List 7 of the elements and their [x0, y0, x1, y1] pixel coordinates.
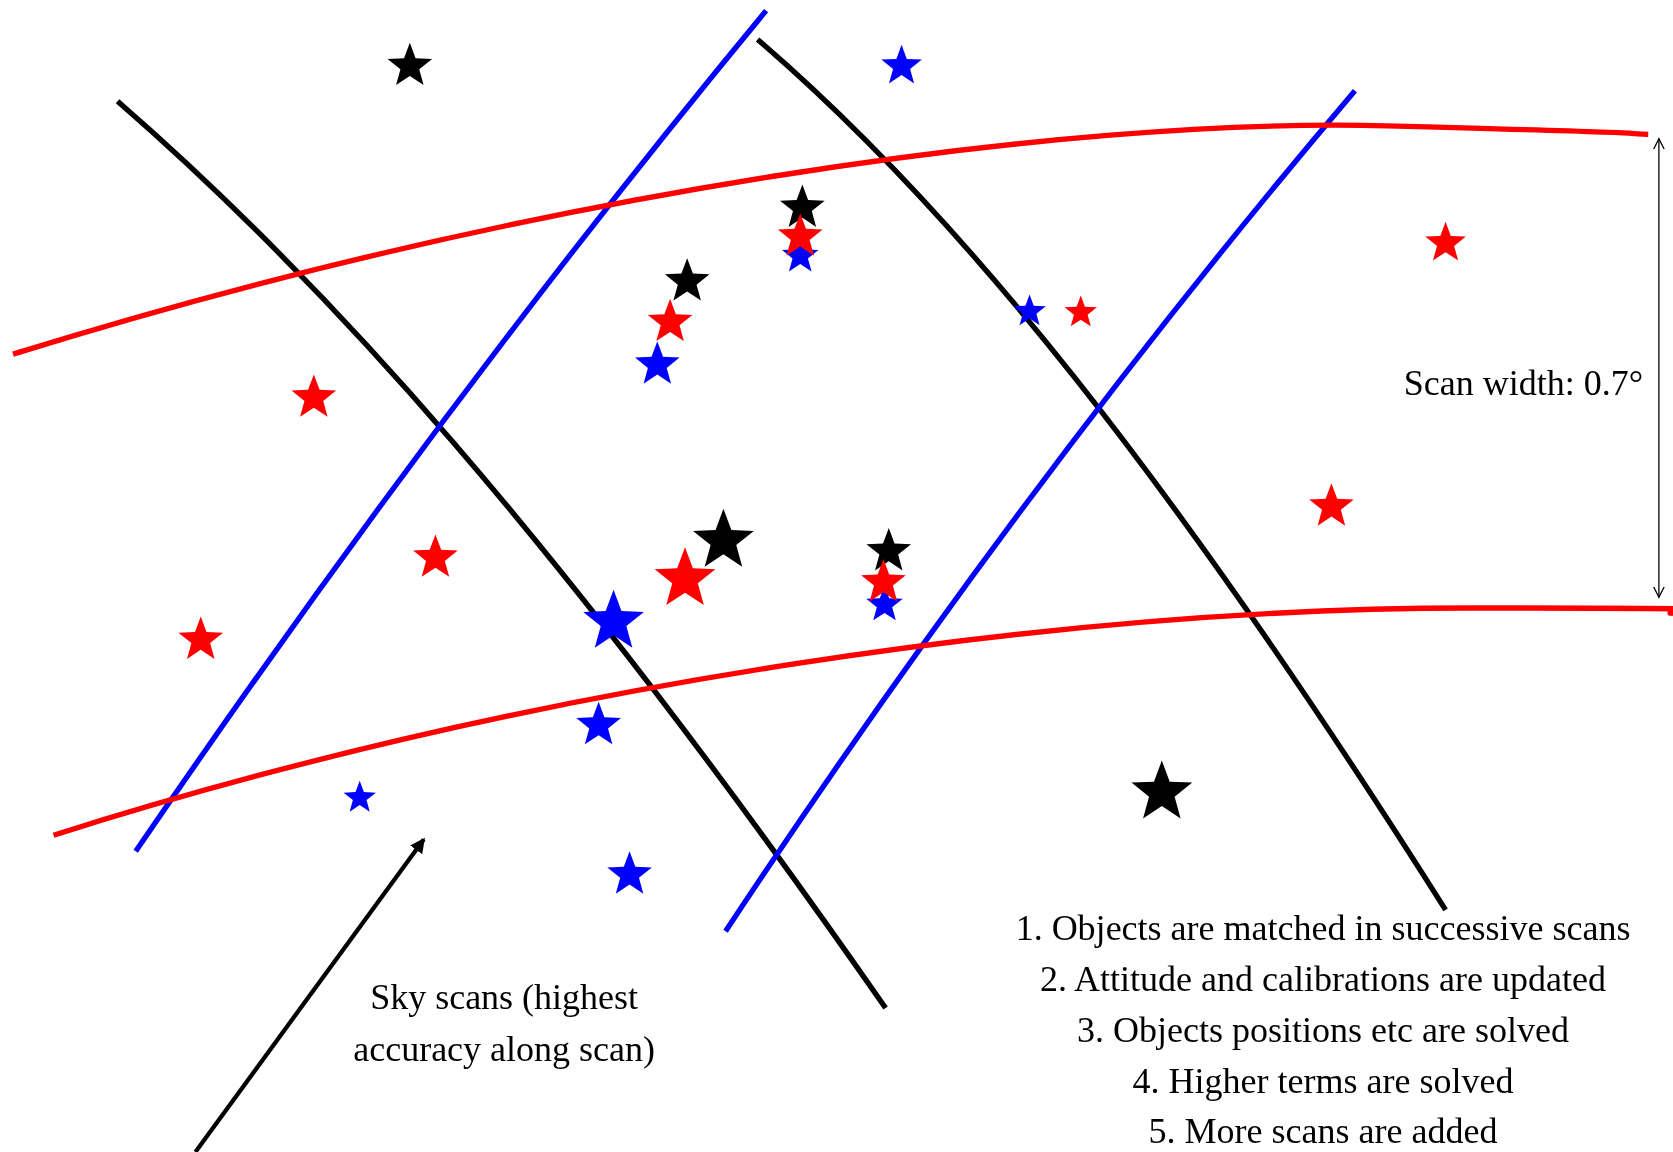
step-text: 1. Objects are matched in successive scans [1014, 906, 1632, 950]
step-text: 4. Higher terms are solved [1131, 1060, 1515, 1104]
dimension-label: Scan width: 0.7° [1402, 362, 1644, 406]
step-text: 5. More scans are added [1147, 1110, 1499, 1152]
step-text: 3. Objects positions etc are solved [1076, 1009, 1570, 1052]
step-text: 2. Attitude and calibrations are updated [1039, 957, 1607, 1001]
annotation-text: Sky scans (highest accuracy along scan) [352, 975, 657, 1072]
